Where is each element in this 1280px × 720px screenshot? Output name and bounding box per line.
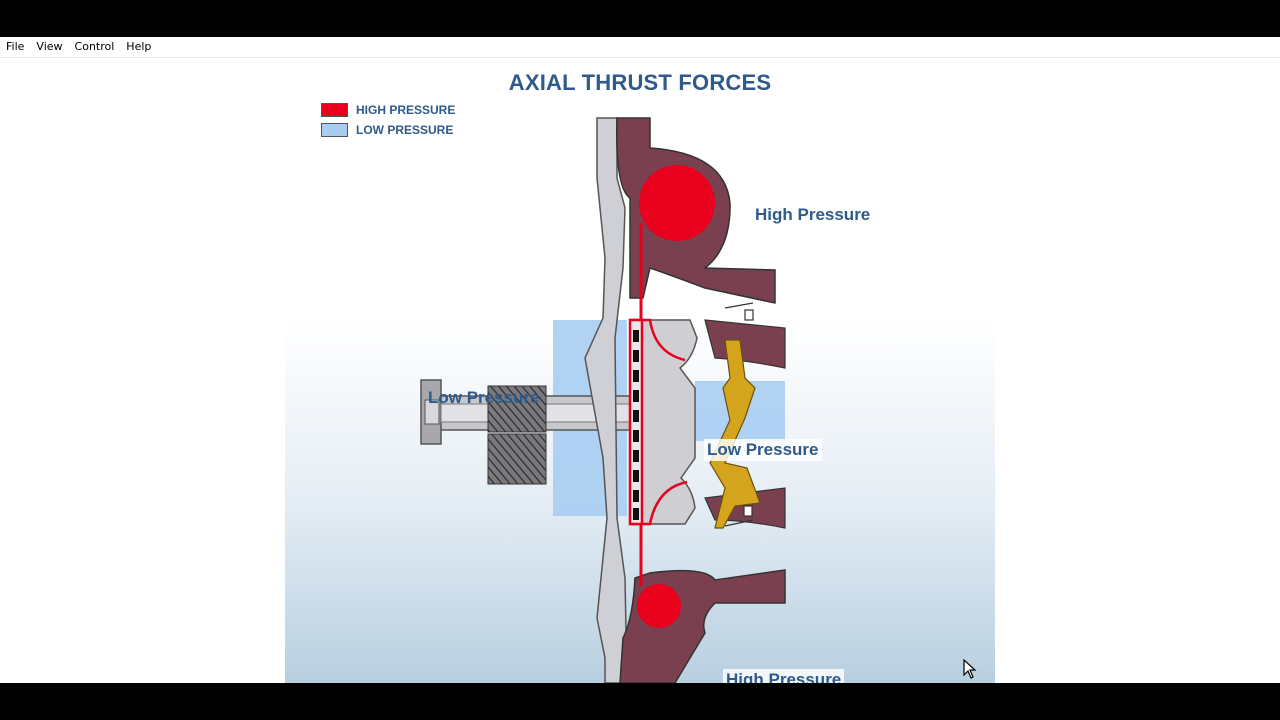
menubar: File View Control Help [0,37,1280,58]
menu-help[interactable]: Help [126,40,152,53]
seal-dashes [633,330,639,520]
legend-label-high: HIGH PRESSURE [356,103,456,117]
callout-high-pressure-top: High Pressure [755,205,871,224]
shaft-nut-inner [424,399,440,425]
diagram-stage: AXIAL THRUST FORCES HIGH PRESSURE LOW PR… [285,58,995,683]
app-window: File View Control Help [0,37,1280,683]
seal-red-outline [630,318,688,526]
volute-lower [637,584,681,628]
callout-low-pressure-center: Low Pressure [704,439,822,461]
compressor-wheel-lower [487,433,547,485]
compressor-wheel-upper [487,385,547,433]
vane-linkage-lower [724,505,754,527]
bearing-housing [584,117,628,683]
nozzle-ring-upper [704,319,786,369]
page-title: AXIAL THRUST FORCES [508,70,772,95]
legend-swatch-low [321,123,348,137]
turbocharger-cross-section [420,117,786,683]
volute-upper [639,165,715,241]
callout-low-pressure-left: Low Pressure [428,388,540,407]
menu-control[interactable]: Control [74,40,115,53]
vane-blade [709,339,761,529]
legend-swatch-high [321,103,348,117]
legend-item-high: HIGH PRESSURE [321,100,455,120]
legend: HIGH PRESSURE LOW PRESSURE [321,100,455,140]
legend-item-low: LOW PRESSURE [321,120,455,140]
legend-label-low: LOW PRESSURE [356,123,454,137]
callout-high-pressure-bottom: High Pressure [723,669,845,683]
menu-file[interactable]: File [6,40,25,53]
turbine-wheel [629,319,698,525]
vane-linkage-upper [724,302,754,321]
mouse-cursor-icon [963,659,977,679]
turbine-casing-lower [619,569,786,683]
menu-view[interactable]: View [36,40,63,53]
